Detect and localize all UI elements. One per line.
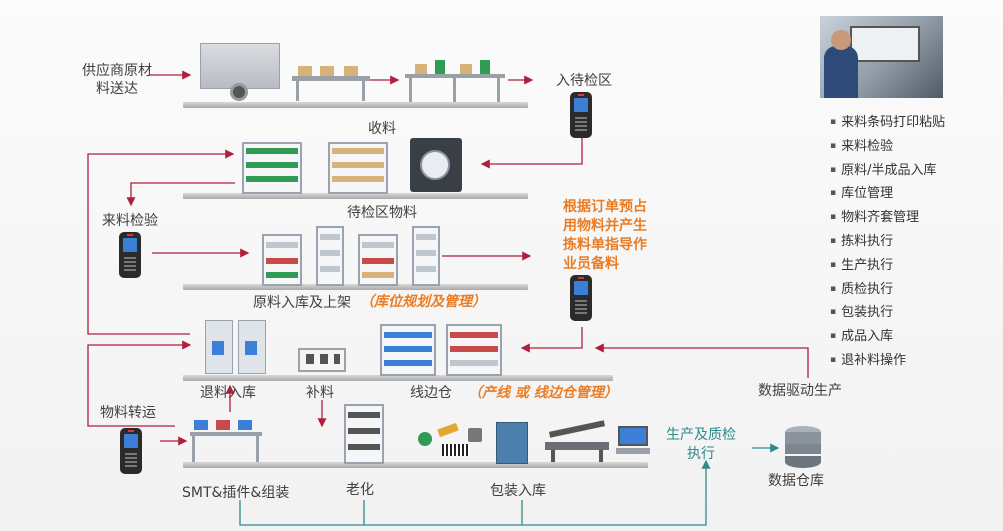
shelf-rack-icon xyxy=(446,324,502,376)
list-item: 退补料操作 xyxy=(830,349,945,373)
pending-area-label: 入待检区 xyxy=(556,73,612,89)
incoming-inspection-label: 来料检验 xyxy=(102,213,158,229)
database-icon xyxy=(785,426,821,468)
handheld-scanner-icon xyxy=(120,428,142,474)
shelf-rack-icon xyxy=(262,234,302,286)
list-item: 拣料执行 xyxy=(830,230,945,254)
truck-icon xyxy=(200,43,280,101)
list-item: 来料检验 xyxy=(830,135,945,159)
feature-list: 来料条码打印粘贴 来料检验 原料/半成品入库 库位管理 物料齐套管理 拣料执行 … xyxy=(830,111,945,373)
material-transfer-label: 物料转运 xyxy=(100,405,156,421)
conveyor-icon xyxy=(292,66,370,102)
arrow-to-inspection xyxy=(126,182,235,207)
smt-workstation-icon xyxy=(190,420,262,462)
arrow-to-lineside xyxy=(520,327,583,353)
handheld-scanner-icon xyxy=(570,275,592,321)
pending-materials-label: 待检区物料 xyxy=(347,205,417,221)
putaway-label: 原料入库及上架 xyxy=(253,295,351,311)
list-item: 原料/半成品入库 xyxy=(830,159,945,183)
handheld-scanner-icon xyxy=(570,92,592,138)
list-item: 质检执行 xyxy=(830,278,945,302)
storage-cabinet-icon xyxy=(205,320,233,374)
photo-thumbnail xyxy=(820,16,943,98)
shelf-rack-icon xyxy=(412,226,440,286)
vending-cabinet-icon xyxy=(410,138,462,192)
shelf-rack-icon xyxy=(380,324,436,376)
prod-qc-label: 生产及质检 执行 xyxy=(666,427,736,462)
shelf-rack-icon xyxy=(316,226,344,286)
arrow-data-driven xyxy=(594,343,809,378)
picking-note: 根据订单预占 用物料并产生 拣料单指导作 业员备料 xyxy=(563,199,647,272)
handheld-scanner-icon xyxy=(119,232,141,278)
teal-bus xyxy=(239,459,711,526)
workbench-icon xyxy=(405,60,505,102)
data-warehouse-label: 数据仓库 xyxy=(768,473,824,489)
lineside-label: 线边仓 xyxy=(410,385,452,401)
floor-receiving xyxy=(183,102,528,108)
supplier-label: 供应商原材 料送达 xyxy=(82,63,152,97)
arrow-to-pending xyxy=(480,138,583,169)
list-item: 来料条码打印粘贴 xyxy=(830,111,945,135)
aging-rack-icon xyxy=(344,404,384,464)
replenish-label: 补料 xyxy=(306,385,334,401)
packing-tools-icon xyxy=(418,422,488,462)
conveyor-machine-icon xyxy=(545,420,609,462)
list-item: 物料齐套管理 xyxy=(830,206,945,230)
arrow-return-loop xyxy=(87,149,235,335)
data-driven-label: 数据驱动生产 xyxy=(758,383,842,399)
putaway-note: （库位规划及管理） xyxy=(360,294,486,310)
receiving-label: 收料 xyxy=(368,121,396,137)
floor-lineside xyxy=(183,375,613,381)
packing-label: 包装入库 xyxy=(490,483,546,499)
storage-cabinet-icon xyxy=(238,320,266,374)
list-item: 成品入库 xyxy=(830,325,945,349)
floor-putaway xyxy=(183,284,528,290)
floor-pending xyxy=(183,193,528,199)
replenish-cart-icon xyxy=(298,348,346,372)
floor-production xyxy=(183,462,648,468)
shelf-rack-icon xyxy=(242,142,302,194)
smt-label: SMT&插件&组装 xyxy=(182,485,290,501)
lineside-note: （产线 或 线边仓管理） xyxy=(468,385,618,401)
return-stock-label: 退料入库 xyxy=(200,385,256,401)
shelf-rack-icon xyxy=(358,234,398,286)
list-item: 库位管理 xyxy=(830,182,945,206)
list-item: 包装执行 xyxy=(830,301,945,325)
computer-terminal-icon xyxy=(616,426,650,460)
arrow-transfer-loop xyxy=(87,340,192,427)
aging-label: 老化 xyxy=(346,482,374,498)
shelf-rack-icon xyxy=(328,142,388,194)
packing-machine-icon xyxy=(496,422,528,464)
list-item: 生产执行 xyxy=(830,254,945,278)
